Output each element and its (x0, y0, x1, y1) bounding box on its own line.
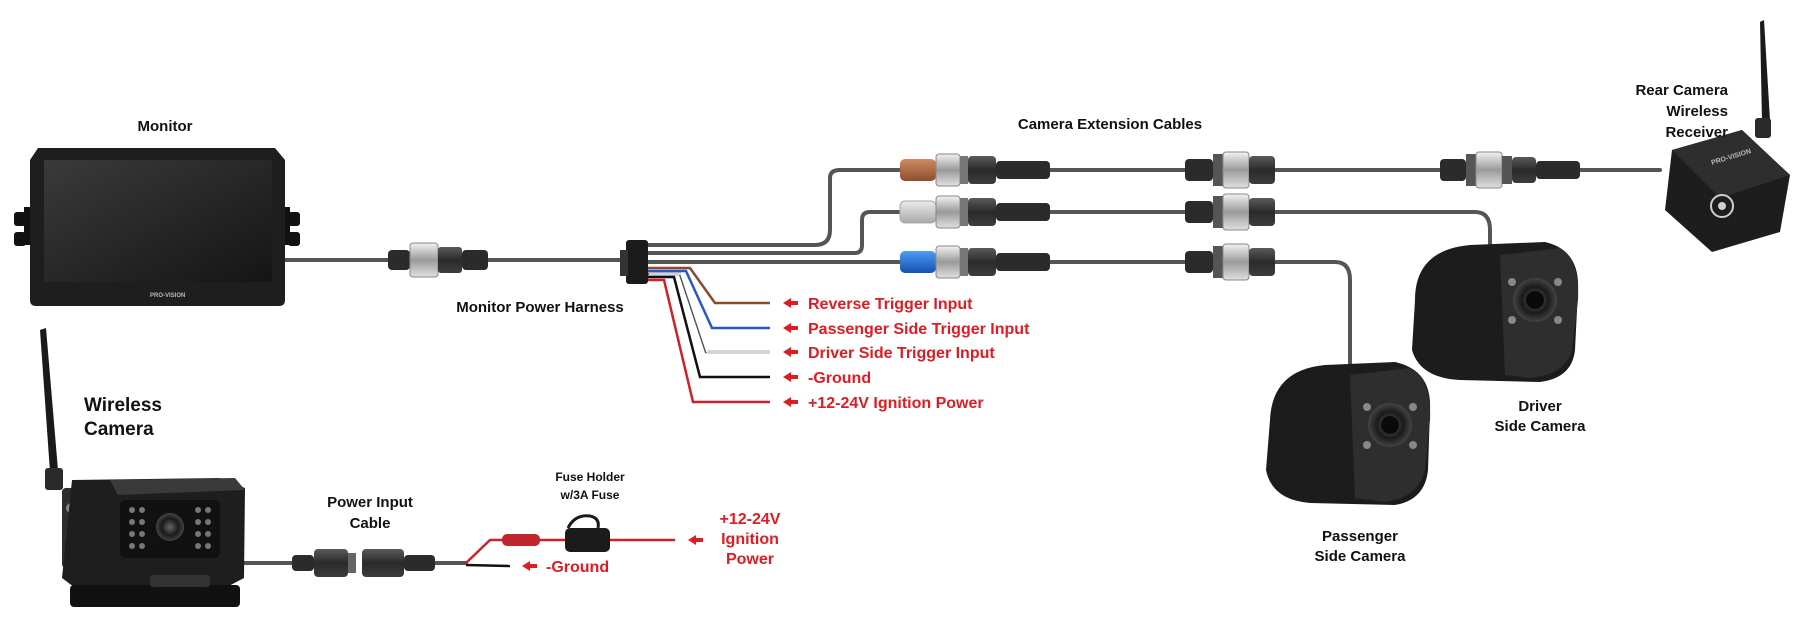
left-arrow-icon (688, 535, 703, 545)
left-arrow-icon (783, 347, 798, 357)
harness-splitter (620, 240, 648, 284)
cables (236, 168, 1662, 565)
receiver-logo-icon (1710, 194, 1734, 218)
power-ground-label: -Ground (522, 559, 609, 576)
wire-reverse-trigger: Reverse Trigger Input (783, 296, 973, 313)
rear-receiver-label-line3: Receiver (1665, 124, 1728, 141)
power-input-cable-label-line1: Power Input (327, 494, 413, 511)
passenger-camera-label-line1: Passenger (1322, 528, 1398, 545)
monitor-power-harness-label: Monitor Power Harness (456, 299, 624, 316)
driver-camera-label-line1: Driver (1518, 398, 1562, 415)
driver-side-camera (1412, 242, 1579, 382)
wire-ignition-power: +12-24V Ignition Power (783, 395, 984, 412)
wire-label: Reverse Trigger Input (808, 296, 973, 313)
wire-label: +12-24V Ignition Power (808, 395, 984, 412)
left-arrow-icon (783, 397, 798, 407)
wireless-camera (40, 328, 245, 607)
wire-label: Driver Side Trigger Input (808, 345, 995, 362)
antenna-icon (40, 328, 58, 472)
wire-driver-trigger: Driver Side Trigger Input (783, 345, 995, 362)
driver-camera-cable (638, 210, 902, 255)
power-input-cable-connector (292, 549, 435, 577)
fuse-holder-label-line2: w/3A Fuse (560, 488, 620, 502)
extension-cable-coupler (1185, 151, 1275, 189)
camera-lens-icon (156, 513, 184, 541)
left-arrow-icon (783, 323, 798, 333)
wire-passenger-trigger: Passenger Side Trigger Input (783, 321, 1030, 338)
driver-camera-label-line2: Side Camera (1495, 418, 1587, 435)
harness-wire-leads (648, 266, 770, 404)
fuse-holder-label-line1: Fuse Holder (555, 470, 625, 484)
svg-text:Ignition: Ignition (721, 531, 779, 548)
power-ignition-label: +12-24V Ignition Power (688, 511, 781, 568)
wireless-camera-label-line1: Wireless (84, 395, 162, 416)
harness-wire-labels: Reverse Trigger Input Passenger Side Tri… (783, 296, 1030, 412)
rear-camera-wireless-receiver: PRO-VISION (1665, 20, 1790, 252)
antenna-icon (1760, 20, 1770, 122)
extension-cable-coupler (1185, 193, 1275, 231)
rear-receiver-label-line2: Wireless (1666, 103, 1728, 120)
passenger-camera-label-line2: Side Camera (1315, 548, 1407, 565)
passenger-side-camera (1266, 362, 1431, 505)
fuse-holder (502, 514, 610, 552)
monitor: PRO-VISION (14, 148, 300, 306)
svg-text:Power: Power (726, 551, 774, 568)
power-leads (465, 538, 675, 568)
monitor-label: Monitor (138, 118, 193, 135)
camera-extension-cables-label: Camera Extension Cables (1018, 116, 1202, 133)
left-arrow-icon (522, 561, 537, 571)
svg-text:+12-24V: +12-24V (720, 511, 781, 528)
ir-leds (129, 507, 211, 549)
wire-label: -Ground (808, 370, 871, 387)
receiver-cable-coupler (1440, 151, 1580, 189)
wireless-camera-label-line2: Camera (84, 419, 154, 440)
brown-connector (900, 153, 1050, 187)
rear-receiver-label-line1: Rear Camera (1635, 82, 1728, 99)
rear-camera-cable (638, 168, 902, 247)
left-arrow-icon (783, 298, 798, 308)
monitor-brand-logo: PRO-VISION (150, 293, 185, 299)
gray-connector (899, 195, 1050, 229)
monitor-screen (44, 160, 272, 282)
wire-ground: -Ground (783, 370, 871, 387)
power-input-cable-label-line2: Cable (350, 515, 391, 532)
wire-label: Passenger Side Trigger Input (808, 321, 1030, 338)
blue-connector (900, 245, 1050, 279)
svg-text:-Ground: -Ground (546, 559, 609, 576)
harness-inline-connector (388, 242, 488, 278)
left-arrow-icon (783, 372, 798, 382)
extension-cable-coupler (1185, 243, 1275, 281)
